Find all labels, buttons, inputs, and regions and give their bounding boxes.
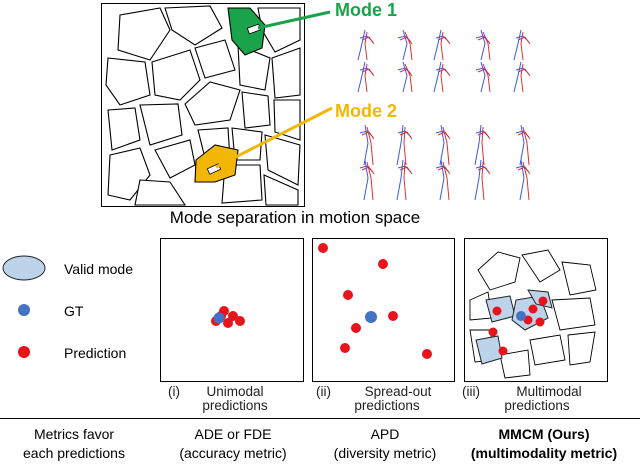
metrics-row-label-1: Metrics favor	[33, 426, 115, 442]
prediction-swatch	[18, 346, 30, 358]
valid-mode-swatch	[2, 255, 46, 281]
panel3-caption: (iii) Multimodal predictions	[462, 385, 612, 413]
legend-prediction: Prediction	[64, 345, 127, 361]
motion-space-box	[101, 3, 305, 207]
stick-figure	[397, 61, 413, 93]
stick-figure	[357, 61, 375, 93]
stick-figure	[359, 159, 375, 201]
metrics-row-label-2: each predictions	[23, 445, 125, 461]
stick-figure	[397, 29, 413, 61]
stick-figure	[433, 29, 451, 61]
stick-figure	[513, 29, 531, 61]
stick-figure	[433, 61, 451, 93]
mode2-region	[194, 144, 239, 183]
metric-col1-line1: ADE or FDE	[194, 426, 272, 442]
mode2-label: Mode 2	[335, 101, 398, 121]
divider-line	[0, 418, 640, 419]
metric-col-2: APD (diversity metric)	[310, 425, 460, 463]
panel3-line1: Multimodal	[516, 384, 582, 399]
panel2-caption: (ii) Spread-out predictions	[312, 385, 462, 413]
panel1-index: (i)	[168, 384, 180, 399]
panel-multimodal	[464, 238, 608, 382]
panel1-line1: Unimodal	[206, 384, 264, 399]
mode1-region	[227, 7, 266, 56]
metric-col2-line2: (diversity metric)	[333, 445, 437, 461]
stick-figure	[435, 124, 451, 166]
stick-figure	[396, 159, 413, 201]
panel3-index: (iii)	[462, 384, 480, 399]
motion-space-caption: Mode separation in motion space	[169, 208, 421, 227]
gt-swatch	[18, 304, 30, 316]
stick-figure	[474, 159, 491, 201]
stick-figure	[515, 159, 531, 201]
stick-figure	[474, 124, 491, 166]
panel1-line2: predictions	[202, 398, 268, 413]
stick-figure	[475, 29, 491, 61]
stick-figure	[396, 124, 413, 166]
metric-col2-line1: APD	[370, 426, 400, 442]
stick-figure	[359, 124, 375, 166]
panel2-index: (ii)	[316, 384, 331, 399]
stick-figure	[357, 29, 375, 61]
metric-col-1: ADE or FDE (accuracy metric)	[158, 425, 308, 463]
panel3-line2: predictions	[504, 398, 570, 413]
metric-col3-line1: MMCM (Ours)	[498, 426, 590, 442]
stick-figure	[475, 61, 491, 93]
stick-figure	[435, 159, 451, 201]
panel-unimodal	[160, 238, 304, 382]
metric-col1-line2: (accuracy metric)	[179, 445, 287, 461]
legend-gt: GT	[64, 303, 84, 319]
legend-valid-mode: Valid mode	[64, 261, 134, 277]
panel1-caption: (i) Unimodal predictions	[160, 385, 310, 413]
metric-col3-line2: (multimodality metric)	[470, 445, 618, 461]
stick-figure	[515, 124, 531, 166]
metric-col-3: MMCM (Ours) (multimodality metric)	[450, 425, 638, 463]
stick-figure	[513, 61, 531, 93]
mode1-label: Mode 1	[335, 0, 398, 20]
panel2-line2: predictions	[354, 398, 420, 413]
panel-spread-out	[312, 238, 455, 382]
metrics-row-label: Metrics favor each predictions	[0, 425, 148, 463]
panel2-line1: Spread-out	[364, 384, 432, 399]
